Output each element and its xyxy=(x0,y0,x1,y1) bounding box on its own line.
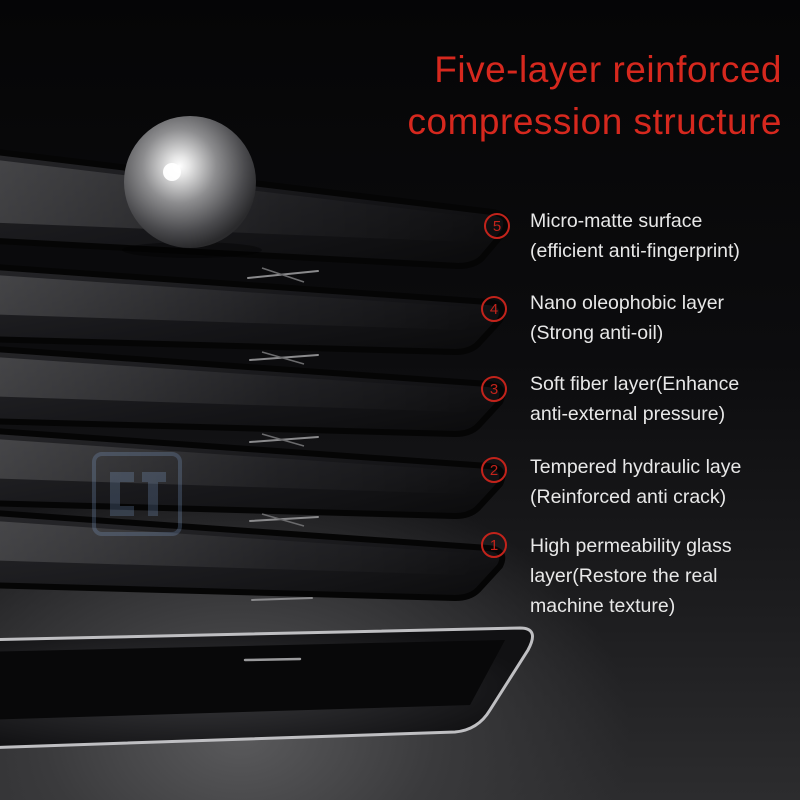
layer-description-4: Nano oleophobic layer (Strong anti-oil) xyxy=(530,288,795,348)
phone-body xyxy=(0,626,534,749)
layer-plate-1 xyxy=(0,510,506,602)
layer-description-2: Tempered hydraulic laye (Reinforced anti… xyxy=(530,452,795,512)
badge-1-label: 1 xyxy=(490,537,498,554)
steel-ball-icon xyxy=(122,116,262,258)
layer-1-detail: layer(Restore the real xyxy=(530,565,718,587)
headline-line-1: Five-layer reinforced xyxy=(434,49,782,90)
layer-3-title: Soft fiber layer(Enhance xyxy=(530,373,740,395)
layer-description-3: Soft fiber layer(Enhance anti-external p… xyxy=(530,369,795,429)
layer-plate-2 xyxy=(0,428,506,527)
badge-4-label: 4 xyxy=(490,301,498,318)
badge-2: 2 xyxy=(481,457,507,483)
layer-2-title: Tempered hydraulic laye xyxy=(530,456,742,478)
layer-description-5: Micro-matte surface (efficient anti-fing… xyxy=(530,206,795,266)
layer-2-detail: (Reinforced anti crack) xyxy=(530,486,727,508)
headline-line-2: compression structure xyxy=(407,101,782,142)
badge-1: 1 xyxy=(481,532,507,558)
layer-badges: 5 4 3 2 1 xyxy=(481,213,510,558)
layer-1-title: High permeability glass xyxy=(530,535,732,557)
layer-5-title: Micro-matte surface xyxy=(530,210,703,232)
layer-5-detail: (efficient anti-fingerprint) xyxy=(530,240,740,262)
layer-description-1: High permeability glass layer(Restore th… xyxy=(530,531,795,621)
badge-4: 4 xyxy=(481,296,507,322)
layer-1-detail-2: machine texture) xyxy=(530,595,676,617)
badge-3: 3 xyxy=(481,376,507,402)
badge-5: 5 xyxy=(484,213,510,239)
layer-plate-3 xyxy=(0,346,506,447)
badge-3-label: 3 xyxy=(490,381,498,398)
layer-3-detail: anti-external pressure) xyxy=(530,403,726,425)
layer-4-detail: (Strong anti-oil) xyxy=(530,322,664,344)
headline: Five-layer reinforced compression struct… xyxy=(262,44,782,148)
layer-4-title: Nano oleophobic layer xyxy=(530,292,725,314)
badge-2-label: 2 xyxy=(490,462,498,479)
shop-watermark-icon xyxy=(92,452,182,536)
layer-plate-4 xyxy=(0,264,506,365)
badge-5-label: 5 xyxy=(493,218,501,235)
